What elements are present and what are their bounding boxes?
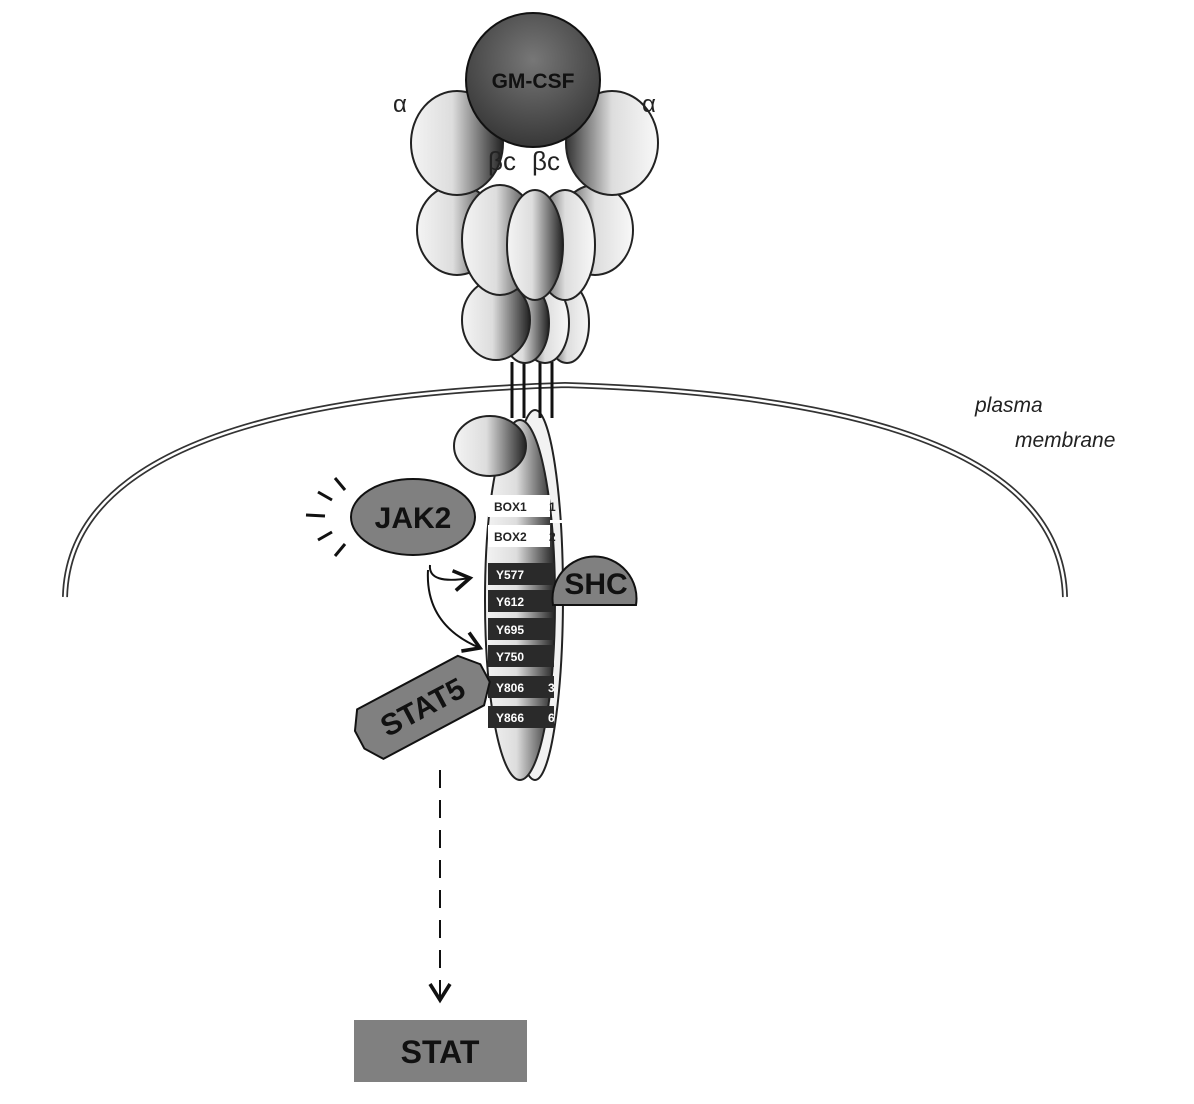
membrane-label-2: membrane	[1015, 429, 1115, 452]
tyrosine-band	[488, 590, 554, 612]
plasma-membrane	[62, 381, 1068, 598]
beta-label-left: βc	[488, 146, 516, 176]
tyrosine-label: Y806	[496, 681, 524, 695]
tyrosine-band	[488, 676, 554, 698]
shc-label: SHC	[564, 568, 627, 601]
box-motifs: BOX1 1 BOX2 2	[488, 495, 556, 547]
beta-label-right: βc	[532, 146, 560, 176]
stat-box	[354, 1020, 527, 1082]
tyrosine-suffix: 6	[548, 711, 555, 725]
tyrosine-label: Y612	[496, 595, 524, 609]
box1-label: BOX1	[494, 500, 527, 514]
phosphorylation-arrow-shc-site	[428, 564, 474, 592]
box1-suffix: 1	[549, 500, 556, 514]
tyrosine-label: Y750	[496, 650, 524, 664]
jak2-label: JAK2	[375, 502, 452, 535]
alpha-label-left: α	[393, 91, 407, 118]
receptor-juxtamembrane-domain	[453, 415, 527, 477]
tyrosine-band	[488, 645, 554, 667]
tyrosine-band	[488, 706, 554, 728]
receptor-extracellular-domains	[410, 90, 659, 364]
jak2-activation-rays	[305, 477, 347, 557]
stat-label: STAT	[401, 1034, 480, 1070]
tyrosine-band	[488, 618, 554, 640]
tyrosine-label: Y866	[496, 711, 524, 725]
phosphorylation-arrow-stat5-site	[426, 569, 484, 653]
tyrosine-band	[488, 563, 554, 585]
shc-protein: SHC	[550, 520, 640, 606]
box2-label: BOX2	[494, 530, 527, 544]
stat5-protein: STAT5	[353, 654, 491, 760]
gm-csf-ligand	[465, 12, 601, 148]
tyrosine-label: Y695	[496, 623, 524, 637]
transmembrane-helices	[510, 362, 554, 418]
tyrosine-suffix: 3	[548, 681, 555, 695]
jak2-protein	[350, 478, 476, 556]
membrane-label-1: plasma	[974, 394, 1043, 417]
gm-csf-label: GM-CSF	[492, 70, 575, 93]
alpha-label-right: α	[642, 91, 656, 118]
box2-suffix: 2	[549, 530, 556, 544]
tyrosine-label: Y577	[496, 568, 524, 582]
